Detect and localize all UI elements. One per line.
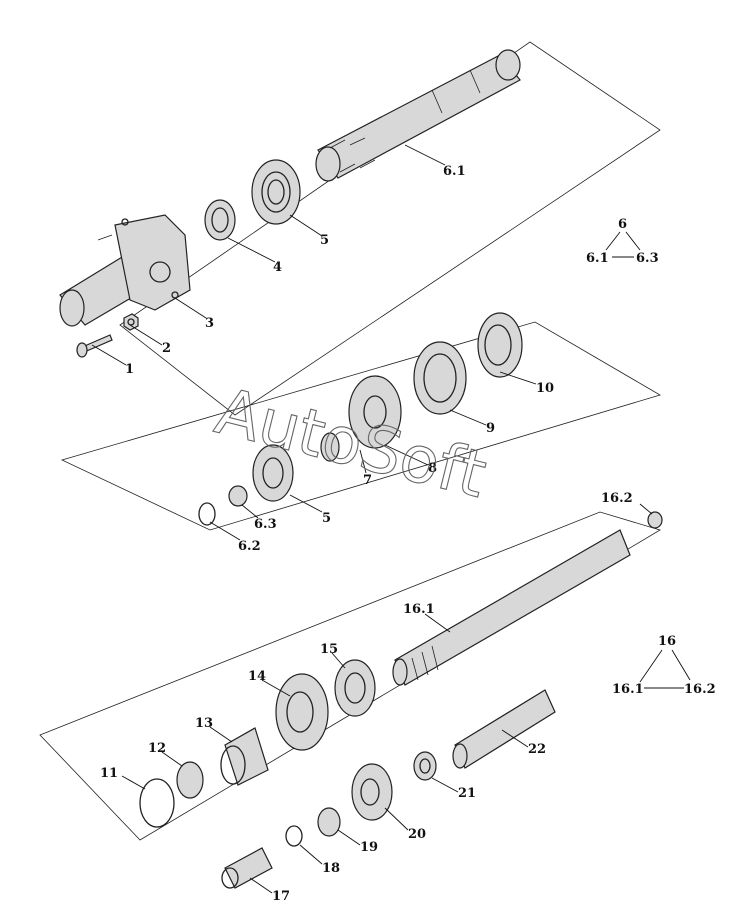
label-part-9: 9	[486, 421, 495, 436]
label-part-16-1: 16.1	[403, 602, 435, 617]
label-part-18: 18	[322, 861, 340, 876]
washer-21	[413, 751, 437, 781]
label-part-6-1: 6.1	[443, 164, 466, 179]
label-part-16-2: 16.2	[601, 491, 633, 506]
label-part-2: 2	[162, 341, 171, 356]
label-part-6-2: 6.2	[238, 539, 261, 554]
middle-assembly-frame	[60, 321, 661, 531]
lower-assembly-frame	[39, 511, 661, 841]
label-part-10: 10	[536, 381, 554, 396]
label-part-5-upper: 5	[320, 233, 329, 248]
triangle-16-top: 16	[658, 634, 676, 649]
label-part-20: 20	[408, 827, 426, 842]
triangle-6-right: 6.3	[636, 251, 659, 266]
triangle-16-right: 16.2	[684, 682, 716, 697]
bearing-5-upper	[251, 159, 301, 225]
subassembly-triangle-6: 6 6.1 6.3	[586, 217, 659, 266]
needle-bearing-12	[176, 761, 204, 799]
ring-11	[139, 778, 175, 828]
bolt-1	[76, 334, 113, 358]
triangle-16-left: 16.1	[612, 682, 644, 697]
shaft-16-1	[392, 529, 631, 686]
label-part-12: 12	[148, 741, 166, 756]
rod-22	[452, 689, 556, 769]
ring-6-3	[228, 485, 248, 507]
bearing-5-lower	[252, 444, 294, 502]
bushing-13	[220, 727, 269, 786]
label-part-3: 3	[205, 316, 214, 331]
gear-10	[477, 312, 523, 378]
label-part-5-lower: 5	[322, 511, 331, 526]
label-part-19: 19	[360, 840, 378, 855]
label-part-1: 1	[125, 362, 134, 377]
nut-2	[123, 313, 139, 331]
gear-14	[275, 673, 329, 751]
sleeve-17	[221, 847, 273, 889]
label-part-8: 8	[428, 461, 437, 476]
label-part-14: 14	[248, 669, 266, 684]
label-part-6-3: 6.3	[254, 517, 277, 532]
washer-18	[285, 825, 303, 847]
label-part-4: 4	[273, 260, 282, 275]
leader-lines	[91, 144, 653, 894]
gear-7	[348, 375, 402, 449]
spacer-8	[320, 432, 340, 462]
upper-assembly-frame	[119, 41, 661, 416]
label-part-22: 22	[528, 742, 546, 757]
circlip-6-2	[198, 502, 216, 526]
label-part-11: 11	[100, 766, 118, 781]
needle-bearing-19	[317, 807, 341, 837]
triangle-6-top: 6	[618, 217, 627, 232]
synchronizer-ring-9	[413, 341, 467, 415]
triangle-6-left: 6.1	[586, 251, 609, 266]
bushing-15	[334, 659, 376, 717]
label-part-17: 17	[272, 889, 290, 904]
label-part-21: 21	[458, 786, 476, 801]
shaft-6-1	[315, 49, 521, 182]
subassembly-triangle-16: 16 16.1 16.2	[612, 634, 716, 697]
gear-20	[351, 763, 393, 821]
label-part-15: 15	[320, 642, 338, 657]
bearing-housing-3	[59, 214, 191, 327]
label-part-7: 7	[363, 473, 372, 488]
seal-ring-4	[204, 199, 236, 241]
label-part-13: 13	[195, 716, 213, 731]
plug-16-2	[647, 511, 663, 529]
